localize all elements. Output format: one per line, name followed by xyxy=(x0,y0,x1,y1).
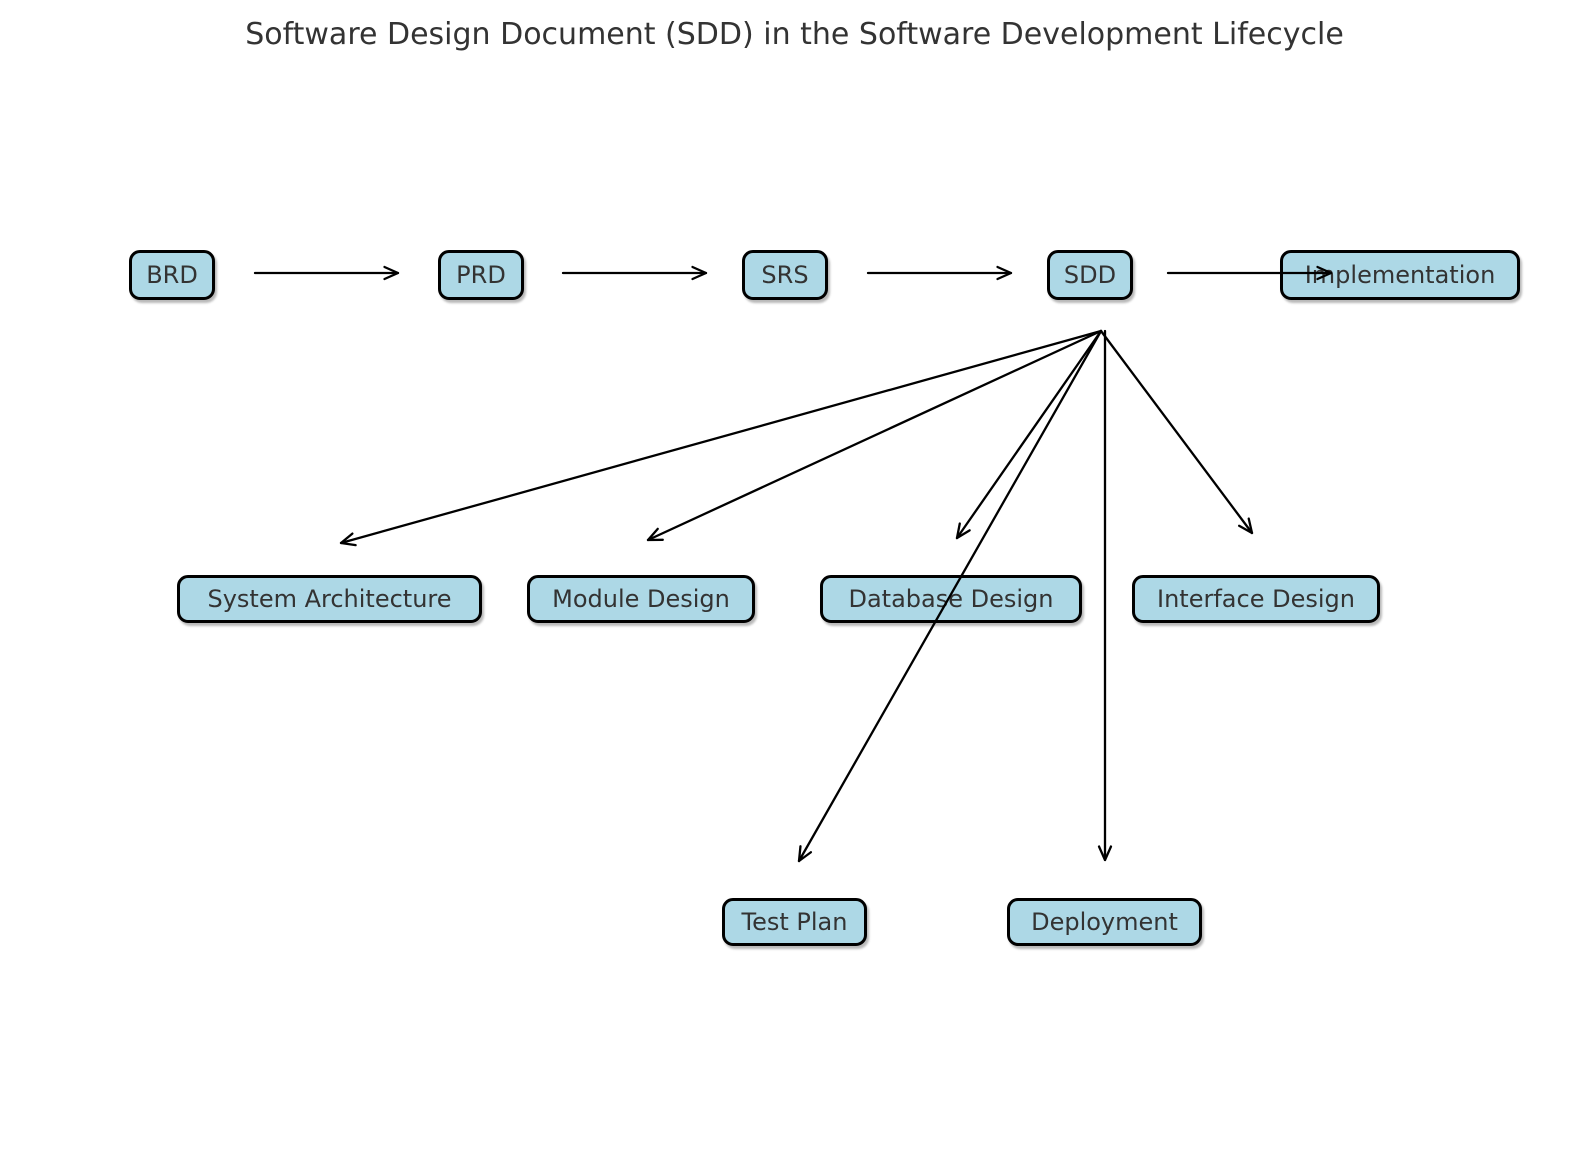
node-module-design-label: Module Design xyxy=(552,585,730,613)
node-implementation: Implementation xyxy=(1280,250,1520,300)
node-deployment-label: Deployment xyxy=(1031,908,1178,936)
node-implementation-label: Implementation xyxy=(1304,261,1496,289)
node-brd: BRD xyxy=(129,250,215,300)
node-test-plan: Test Plan xyxy=(722,898,867,946)
node-sdd: SDD xyxy=(1047,250,1133,300)
node-prd-label: PRD xyxy=(456,261,506,289)
node-test-plan-label: Test Plan xyxy=(741,908,848,936)
node-sdd-label: SDD xyxy=(1063,261,1117,289)
node-interface-design: Interface Design xyxy=(1132,575,1380,623)
node-interface-design-label: Interface Design xyxy=(1157,585,1355,613)
node-system-architecture-label: System Architecture xyxy=(207,585,452,613)
node-srs: SRS xyxy=(742,250,828,300)
node-module-design: Module Design xyxy=(527,575,755,623)
node-deployment: Deployment xyxy=(1007,898,1202,946)
arrow-sdd-interface-design xyxy=(1099,329,1254,535)
node-database-design: Database Design xyxy=(820,575,1082,623)
arrow-sdd-module-design xyxy=(646,329,1103,542)
node-database-design-label: Database Design xyxy=(848,585,1054,613)
node-prd: PRD xyxy=(438,250,524,300)
diagram-title: Software Design Document (SDD) in the So… xyxy=(245,17,1344,52)
node-brd-label: BRD xyxy=(146,261,198,289)
arrow-sdd-system-architecture xyxy=(339,329,1103,547)
node-system-architecture: System Architecture xyxy=(177,575,482,623)
arrow-sdd-database-design xyxy=(955,329,1103,540)
node-srs-label: SRS xyxy=(761,261,809,289)
